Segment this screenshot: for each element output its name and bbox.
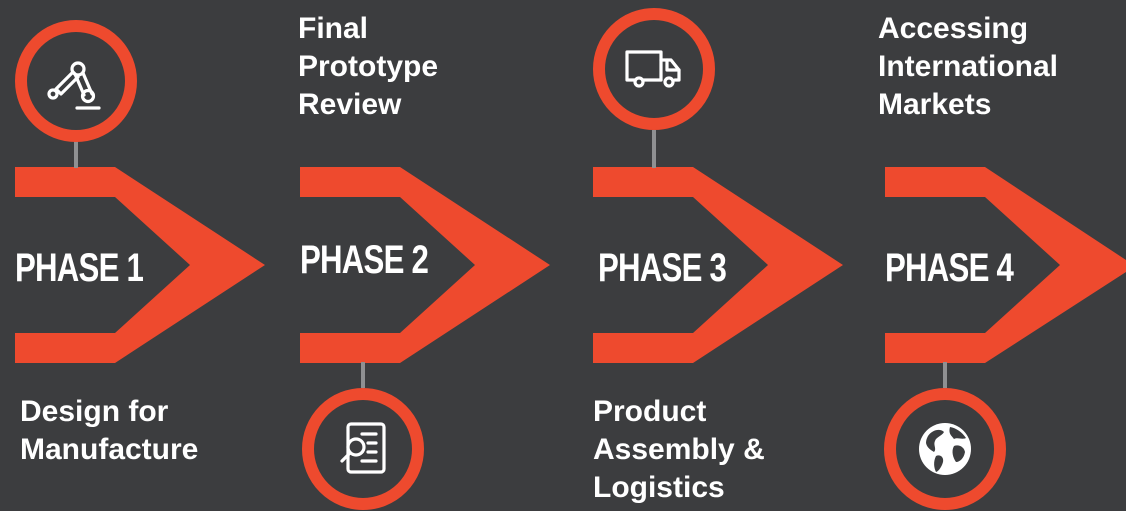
phase-1-label: PHASE 1 xyxy=(15,246,144,290)
phase-3-caption-line: Logistics xyxy=(593,471,725,504)
globe-icon xyxy=(919,423,971,475)
phase-2-label: PHASE 2 xyxy=(300,238,429,282)
phase-2-badge xyxy=(302,388,424,510)
document-search-icon xyxy=(340,422,386,474)
phase-3-badge xyxy=(593,8,715,130)
phase-4-caption: Accessing International Markets xyxy=(878,10,1058,124)
phase-2-connector xyxy=(361,362,365,388)
phase-4-caption-line: International xyxy=(878,50,1059,83)
phase-1-caption-line: Manufacture xyxy=(20,433,199,466)
phase-3-caption: Product Assembly & Logistics xyxy=(593,393,765,507)
phase-1-badge xyxy=(15,20,137,142)
phase-1-caption: Design for Manufacture xyxy=(20,393,198,469)
phase-2-caption: Final Prototype Review xyxy=(298,10,438,124)
phase-4-connector xyxy=(943,362,947,388)
phase-2-caption-line: Review xyxy=(298,88,402,121)
phase-4-caption-line: Accessing xyxy=(878,12,1029,45)
phase-3-caption-line: Product xyxy=(593,395,707,428)
phase-2-caption-line: Final xyxy=(298,12,369,45)
robotic-arm-icon xyxy=(47,61,101,110)
phase-4-label: PHASE 4 xyxy=(885,246,1014,290)
phase-3-connector xyxy=(652,130,656,168)
delivery-truck-icon xyxy=(625,50,681,88)
phase-4-caption-line: Markets xyxy=(878,88,992,121)
phase-1-caption-line: Design for xyxy=(20,395,169,428)
phase-3-caption-line: Assembly & xyxy=(593,433,765,466)
phase-4-badge xyxy=(884,388,1006,510)
phase-3-label: PHASE 3 xyxy=(598,246,727,290)
phase-2-caption-line: Prototype xyxy=(298,50,439,83)
phase-1-connector xyxy=(74,140,78,168)
